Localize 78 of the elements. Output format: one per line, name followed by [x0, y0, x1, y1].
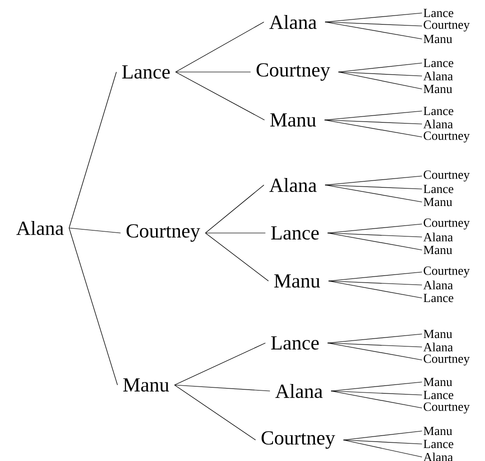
branch-line: [343, 430, 422, 440]
leaf-name: Manu: [424, 426, 452, 436]
branch-line: [324, 110, 422, 120]
branch-line: [205, 232, 269, 282]
branch-name: Alana: [269, 178, 317, 192]
leaf-name: Lance: [424, 106, 454, 116]
leaf-name: Alana: [423, 452, 453, 461]
branch-line: [328, 280, 422, 298]
branch-line: [205, 184, 264, 234]
leaf-name: Lance: [424, 184, 454, 194]
branch-line: [330, 390, 422, 408]
branch-line: [328, 280, 422, 286]
leaf-name: Lance: [424, 294, 454, 302]
leaf-name: Manu: [424, 198, 452, 206]
branch-line: [338, 72, 422, 76]
branch-name: Manu: [123, 378, 169, 392]
leaf-name: Manu: [424, 378, 452, 386]
branch-line: [68, 228, 121, 234]
leaf-name: Courtney: [424, 20, 470, 32]
branch-line: [324, 22, 422, 40]
branch-line: [324, 22, 422, 26]
branch-line: [327, 232, 422, 238]
branch-name: Alana: [269, 14, 317, 30]
branch-line: [68, 72, 117, 228]
branch-line: [324, 120, 422, 138]
branch-line: [175, 72, 265, 120]
leaf-name: Courtney: [424, 354, 470, 366]
leaf-name: Courtney: [424, 170, 470, 182]
branch-name: Lance: [271, 336, 319, 350]
leaf-name: Manu: [424, 84, 452, 94]
leaf-name: Lance: [424, 390, 454, 400]
branch-line: [324, 184, 422, 190]
branch-line: [327, 334, 422, 344]
branch-line: [328, 272, 422, 282]
branch-line: [324, 184, 422, 202]
root-name: Alana: [16, 220, 64, 236]
branch-line: [174, 384, 256, 440]
branch-line: [68, 228, 118, 386]
leaf-name: Manu: [424, 330, 452, 338]
leaf-name: Manu: [424, 246, 452, 254]
branch-line: [330, 382, 422, 392]
leaf-name: Alana: [423, 342, 453, 352]
leaf-name: Lance: [424, 58, 454, 68]
leaf-name: Manu: [424, 34, 452, 44]
branch-name: Manu: [274, 274, 320, 288]
leaf-name: Alana: [423, 280, 453, 290]
leaf-name: Courtney: [424, 402, 470, 414]
branch-name: Manu: [270, 113, 316, 127]
branch-name: Courtney: [126, 224, 200, 242]
leaf-name: Lance: [424, 8, 454, 18]
leaf-name: Courtney: [424, 132, 470, 142]
leaf-name: Courtney: [424, 218, 470, 230]
branch-line: [327, 342, 422, 360]
leaf-name: Alana: [423, 72, 453, 80]
branch-line: [174, 384, 270, 392]
branch-line: [324, 120, 422, 124]
leaf-name: Courtney: [424, 266, 470, 278]
branch-line: [327, 224, 422, 234]
branch-line: [174, 342, 266, 386]
leaf-name: Alana: [423, 120, 453, 128]
branch-name: Lance: [271, 226, 319, 240]
branch-line: [324, 176, 422, 186]
leaf-name: Alana: [423, 232, 453, 242]
branch-line: [205, 232, 266, 234]
branch-line: [338, 62, 422, 72]
branch-name: Alana: [275, 384, 323, 398]
branch-line: [324, 12, 422, 22]
leaf-name: Lance: [424, 440, 454, 448]
branch-line: [338, 72, 422, 90]
branch-line: [175, 22, 264, 72]
branch-name: Courtney: [256, 63, 330, 81]
branch-line: [343, 440, 422, 444]
branch-line: [327, 232, 422, 250]
branch-name: Lance: [122, 65, 170, 79]
branch-name: Courtney: [262, 431, 336, 449]
branch-line: [343, 440, 422, 458]
branch-line: [330, 390, 422, 396]
branch-line: [327, 342, 422, 348]
